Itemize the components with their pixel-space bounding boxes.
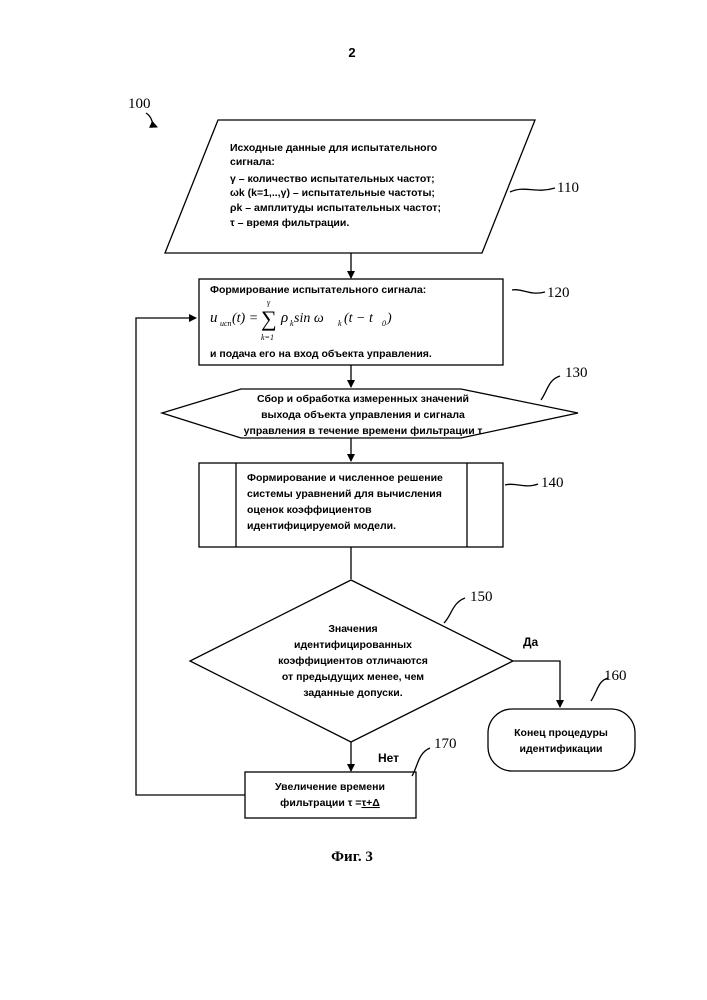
block-140-line-4: идентифицируемой модели. (247, 520, 396, 532)
ref-160-label: 160 (604, 668, 627, 684)
figure-ref-label: 100 (128, 96, 151, 112)
block-140-line-1: Формирование и численное решение (247, 472, 443, 484)
block-140-line-2: системы уравнений для вычисления (247, 488, 442, 500)
formula-lhs-sub: исп (220, 319, 232, 328)
ref-140-leader (505, 484, 538, 486)
ref-120-label: 120 (547, 285, 570, 301)
ref-170-leader (412, 748, 430, 776)
block-140-equation-solving: Формирование и численное решение системы… (199, 463, 503, 547)
block-170-line-2-expr: τ+Δ (361, 797, 380, 809)
block-130-data-collection: Сбор и обработка измеренных значений вых… (162, 389, 578, 438)
block-140-line-3: оценок коэффициентов (247, 504, 372, 516)
arrow-loop-back-to-120 (136, 318, 245, 795)
block-150-line-2: идентифицированных (294, 639, 412, 651)
block-120-title: Формирование испытательного сигнала: (210, 284, 426, 296)
formula-body: ρ (280, 310, 288, 326)
label-no: Нет (378, 751, 399, 765)
formula-body2-sub: k (338, 319, 342, 328)
formula-arg: (t) = (232, 311, 258, 326)
block-110-line-4: ωk (k=1,..,γ) – испытательные частоты; (230, 187, 435, 199)
ref-150-leader (444, 598, 465, 623)
svg-text:u: u (210, 310, 218, 326)
svg-text:(t − t: (t − t (344, 311, 374, 326)
figure-ref-leader (146, 113, 157, 127)
svg-text:sin ω: sin ω (294, 311, 324, 326)
ref-120-leader (512, 290, 545, 293)
formula-body2: sin ω (294, 311, 324, 326)
svg-text:(t) =: (t) = (232, 311, 258, 326)
block-110-line-2: сигнала: (230, 156, 275, 168)
formula-lhs: u (210, 310, 218, 326)
block-110-line-5: ρk – амплитуды испытательных частот; (230, 202, 441, 214)
block-170-line-1: Увеличение времени (275, 781, 385, 793)
formula-body4: ) (386, 311, 392, 326)
block-130-line-3: управления в течение времени фильтрации … (244, 425, 483, 437)
svg-text:исп: исп (220, 319, 232, 328)
svg-text:): ) (386, 311, 392, 326)
label-yes: Да (523, 635, 539, 649)
block-160-line-1: Конец процедуры (514, 727, 608, 739)
block-150-line-3: коэффициентов отличаются (278, 655, 428, 667)
ref-110-leader (510, 188, 555, 192)
block-130-line-1: Сбор и обработка измеренных значений (257, 393, 469, 405)
block-110-input-data: Исходные данные для испытательного сигна… (165, 120, 535, 253)
block-110-line-3: γ – количество испытательных частот; (230, 173, 435, 185)
block-150-line-4: от предыдущих менее, чем (282, 671, 424, 683)
block-120-signal-forming: Формирование испытательного сигнала: u и… (199, 279, 503, 365)
block-150-line-1: Значения (328, 623, 377, 635)
block-150-line-5: заданные допуски. (303, 687, 402, 699)
block-160-end: Конец процедуры идентификации (488, 709, 635, 771)
figure-caption: Фиг. 3 (331, 849, 373, 865)
ref-130-label: 130 (565, 365, 588, 381)
arrow-yes-to-160 (513, 661, 560, 707)
ref-110-label: 110 (557, 180, 579, 196)
formula-body3: (t − t (344, 311, 374, 326)
ref-150-label: 150 (470, 589, 493, 605)
block-130-line-2: выхода объекта управления и сигнала (261, 409, 465, 421)
page-number: 2 (348, 45, 355, 60)
block-170-line-2-prefix: фильтрации τ = (280, 797, 361, 809)
ref-170-label: 170 (434, 736, 457, 752)
ref-140-label: 140 (541, 475, 564, 491)
block-110-line-6: τ – время фильтрации. (230, 217, 349, 229)
formula-sum-lower: k=1 (261, 333, 274, 342)
block-120-footer: и подача его на вход объекта управления. (210, 348, 432, 360)
block-150-decision: Значения идентифицированных коэффициенто… (190, 580, 513, 742)
svg-text:0: 0 (382, 319, 386, 328)
svg-text:k=1: k=1 (261, 333, 274, 342)
svg-text:ρ: ρ (280, 310, 288, 326)
sum-symbol: ∑ (261, 306, 277, 331)
block-160-line-2: идентификации (519, 743, 602, 755)
block-170-increase-time: Увеличение времени фильтрации τ =τ+Δ (245, 772, 416, 818)
ref-130-leader (541, 376, 560, 400)
block-110-line-1: Исходные данные для испытательного (230, 142, 437, 154)
svg-text:k: k (338, 319, 342, 328)
svg-text:фильтрации τ =τ+Δ: фильтрации τ =τ+Δ (280, 797, 380, 809)
formula-body3-sub: 0 (382, 319, 386, 328)
